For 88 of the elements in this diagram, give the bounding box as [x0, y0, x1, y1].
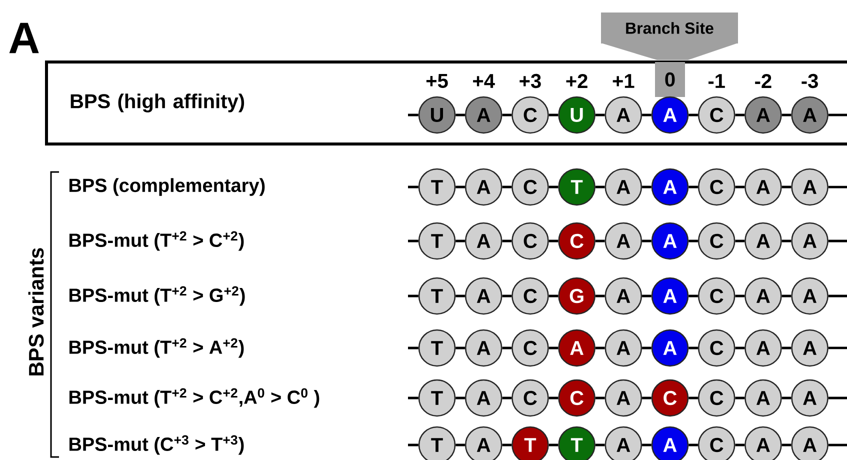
backbone-line — [735, 114, 745, 116]
backbone-line — [456, 186, 465, 188]
backbone-line — [408, 396, 418, 400]
backbone-line — [828, 240, 847, 242]
backbone-line — [548, 396, 558, 400]
backbone-line — [828, 444, 847, 446]
branch-site-callout: Branch Site — [601, 12, 738, 60]
backbone-line — [408, 444, 418, 446]
backbone-line — [642, 346, 652, 350]
backbone-line — [642, 240, 652, 242]
backbone-line — [782, 186, 792, 188]
backbone-line — [502, 444, 512, 446]
backbone-line — [595, 396, 605, 400]
position-label: -1 — [708, 74, 725, 88]
backbone-line — [688, 114, 698, 116]
backbone-line — [782, 294, 792, 298]
backbone-line — [782, 114, 792, 116]
backbone-line — [642, 186, 652, 188]
row-label: BPS (complementary) — [69, 178, 265, 196]
position-label: -2 — [755, 74, 772, 88]
backbone-line — [642, 396, 652, 400]
backbone-line — [502, 186, 512, 188]
backbone-line — [688, 444, 698, 446]
backbone-line — [456, 444, 465, 446]
backbone-line — [456, 114, 465, 116]
row-label: BPS-mut (T$^{+2}$ > C$^{+2}$,A$^{0}$ > C$^{0}$ ) — [69, 388, 320, 408]
position-label: +5 — [426, 74, 448, 88]
row-label: BPS-mut (T$^{+2}$ > A$^{+2}$) — [69, 338, 244, 358]
backbone-line — [828, 294, 847, 298]
backbone-line — [548, 114, 558, 116]
backbone-line — [735, 294, 745, 298]
backbone-line — [688, 240, 698, 242]
position-label: -3 — [802, 74, 818, 88]
backbone-line — [408, 114, 418, 116]
backbone-line — [408, 186, 418, 188]
highlighted-position-label: 0 — [655, 62, 685, 97]
backbone-line — [688, 294, 698, 298]
backbone-line — [502, 114, 512, 116]
backbone-line — [595, 346, 605, 350]
backbone-line — [735, 396, 745, 400]
position-label: +3 — [520, 74, 541, 88]
backbone-line — [456, 346, 465, 350]
position-label: +2 — [566, 74, 588, 88]
backbone-line — [735, 444, 745, 446]
backbone-line — [548, 294, 558, 298]
backbone-line — [548, 444, 558, 446]
backbone-line — [595, 294, 605, 298]
row-label: BPS-mut (T$^{+2}$ > C$^{+2}$) — [69, 231, 244, 251]
backbone-line — [502, 240, 512, 242]
backbone-line — [595, 186, 605, 188]
backbone-line — [408, 346, 418, 350]
row-label: BPS-mut (T$^{+2}$ > G$^{+2}$) — [69, 286, 245, 306]
backbone-line — [828, 114, 847, 116]
backbone-line — [502, 294, 512, 298]
backbone-line — [548, 346, 558, 350]
backbone-line — [735, 240, 745, 242]
backbone-line — [642, 294, 652, 298]
backbone-line — [782, 444, 792, 446]
backbone-line — [502, 396, 512, 400]
backbone-line — [548, 186, 558, 188]
position-label: +1 — [612, 74, 634, 88]
backbone-line — [782, 346, 792, 350]
backbone-line — [456, 240, 465, 242]
group-label: BPS variants — [28, 248, 44, 376]
backbone-line — [828, 186, 847, 188]
backbone-line — [595, 240, 605, 242]
backbone-line — [548, 240, 558, 242]
backbone-line — [688, 346, 698, 350]
backbone-line — [595, 114, 605, 116]
backbone-line — [408, 294, 418, 298]
backbone-line — [688, 396, 698, 400]
backbone-line — [502, 346, 512, 350]
position-label: +4 — [473, 74, 495, 88]
backbone-line — [688, 186, 698, 188]
backbone-line — [456, 396, 465, 400]
backbone-line — [642, 114, 652, 116]
backbone-line — [782, 396, 792, 400]
backbone-line — [828, 396, 847, 400]
backbone-line — [782, 240, 792, 242]
backbone-line — [456, 294, 465, 298]
backbone-line — [828, 346, 847, 350]
backbone-line — [642, 444, 652, 446]
row-label: BPS-mut (C$^{+3}$ > T$^{+3}$) — [69, 435, 244, 455]
backbone-line — [408, 240, 418, 242]
panel-letter: A — [9, 22, 39, 54]
backbone-line — [735, 186, 745, 188]
backbone-line — [595, 444, 605, 446]
backbone-line — [735, 346, 745, 350]
